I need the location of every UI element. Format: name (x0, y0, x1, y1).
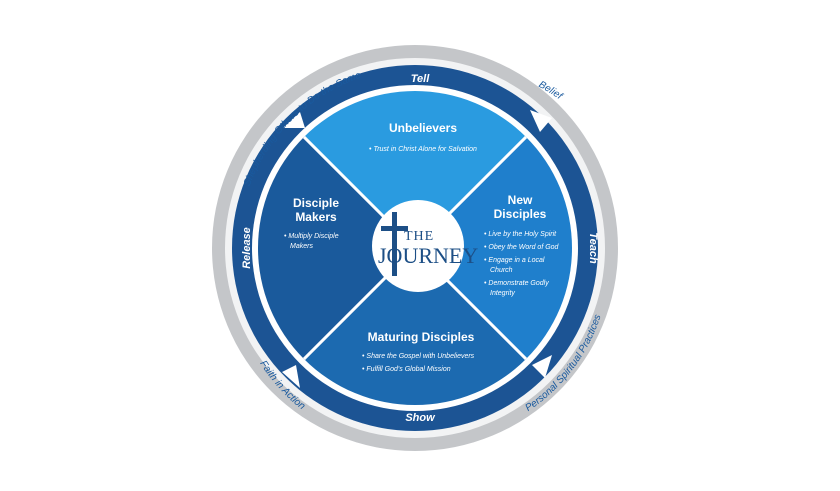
arrow-head-icon (532, 355, 552, 378)
quadrant-item: • Multiply Disciple (284, 233, 339, 240)
ring-label-release: Release (241, 227, 253, 269)
cross-icon (392, 212, 397, 276)
quadrant-title-new-disciples: New (508, 193, 533, 207)
quadrant-item: • Fulfill God's Global Mission (362, 366, 451, 373)
quadrant-title-disciple-makers: Makers (295, 210, 337, 224)
quadrant-item: Integrity (490, 290, 515, 297)
quadrant-item: Makers (290, 243, 313, 250)
quadrant-item: • Demonstrate Godly (484, 280, 549, 287)
ring-label-teach: Teach (587, 232, 599, 264)
logo-journey: JOURNEY (378, 243, 478, 268)
ring-label-show: Show (405, 412, 436, 424)
quadrant-item: • Obey the Word of God (484, 244, 560, 251)
quadrant-item: Church (490, 267, 513, 274)
quadrant-title-new-disciples: Disciples (494, 207, 547, 221)
ring-label-tell: Tell (411, 73, 430, 85)
quadrant-item: • Trust in Christ Alone for Salvation (369, 146, 477, 153)
quadrant-title-unbelievers: Unbelievers (389, 121, 457, 135)
cross-icon-bar (381, 226, 408, 231)
quadrant-item: • Share the Gospel with Unbelievers (362, 353, 475, 360)
arrow-head-icon (282, 365, 300, 388)
logo-the: THE (404, 229, 434, 244)
arrow-head-icon (283, 112, 305, 128)
arrow-head-icon (530, 110, 552, 132)
quadrant-item: • Live by the Holy Spirit (484, 231, 557, 238)
quadrant-title-disciple-makers: Disciple (293, 196, 339, 210)
quadrant-title-maturing-disciples: Maturing Disciples (368, 330, 475, 344)
quadrant-item: • Engage in a Local (484, 257, 545, 264)
